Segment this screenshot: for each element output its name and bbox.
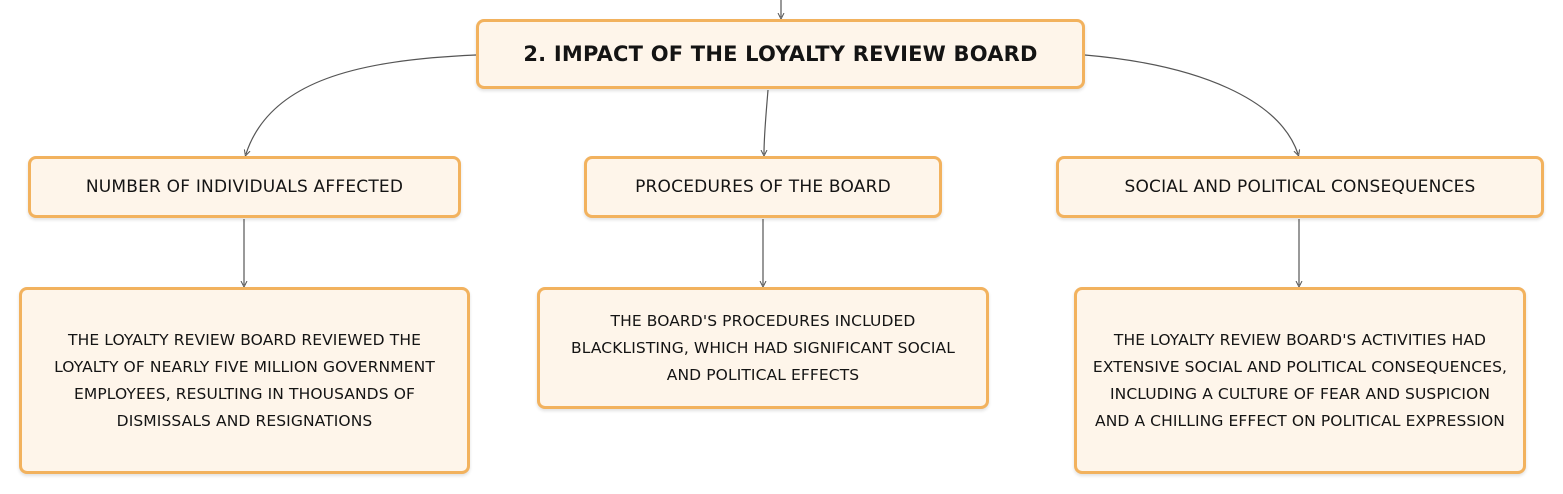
topic-node-label: NUMBER OF INDIVIDUALS AFFECTED (85, 177, 404, 197)
connector-root-to-topic-1 (246, 54, 477, 154)
topic-node-individuals-affected[interactable]: NUMBER OF INDIVIDUALS AFFECTED (28, 156, 461, 218)
detail-node-text: THE LOYALTY REVIEW BOARD'S ACTIVITIES HA… (1092, 330, 1508, 430)
connector-root-to-topic-3 (1084, 54, 1298, 154)
topic-node-consequences[interactable]: SOCIAL AND POLITICAL CONSEQUENCES (1056, 156, 1544, 218)
detail-node-individuals-affected[interactable]: THE LOYALTY REVIEW BOARD REVIEWED THE LO… (19, 287, 470, 474)
root-node[interactable]: 2. IMPACT OF THE LOYALTY REVIEW BOARD (476, 19, 1085, 89)
detail-node-text: THE LOYALTY REVIEW BOARD REVIEWED THE LO… (54, 330, 435, 430)
detail-node-procedures[interactable]: THE BOARD'S PROCEDURES INCLUDED BLACKLIS… (537, 287, 989, 409)
topic-node-label: SOCIAL AND POLITICAL CONSEQUENCES (1124, 177, 1476, 197)
detail-node-text: THE BOARD'S PROCEDURES INCLUDED BLACKLIS… (571, 311, 955, 384)
root-node-label: 2. IMPACT OF THE LOYALTY REVIEW BOARD (523, 42, 1038, 66)
connector-root-to-topic-2 (764, 89, 769, 154)
topic-node-procedures[interactable]: PROCEDURES OF THE BOARD (584, 156, 942, 218)
topic-node-label: PROCEDURES OF THE BOARD (635, 177, 891, 197)
detail-node-consequences[interactable]: THE LOYALTY REVIEW BOARD'S ACTIVITIES HA… (1074, 287, 1526, 474)
